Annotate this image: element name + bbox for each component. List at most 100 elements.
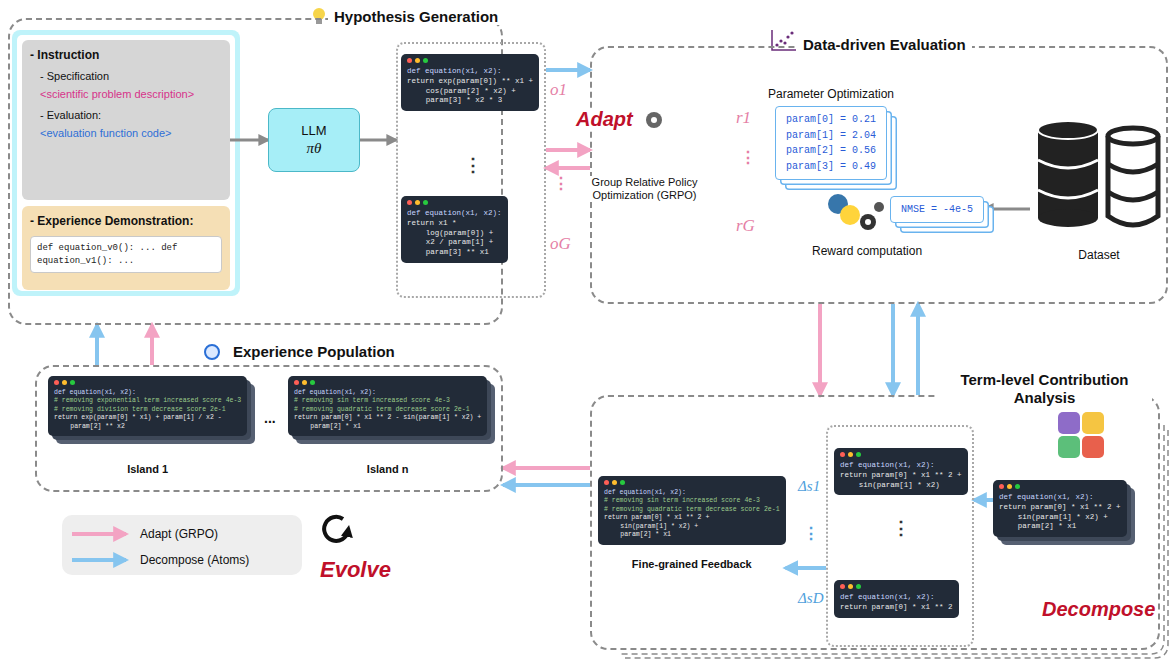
code-line: def equation(x1, x2): xyxy=(407,67,533,77)
drawing-part xyxy=(1108,136,1158,225)
ellipsis: ... xyxy=(264,410,276,426)
connector-arrow xyxy=(503,483,590,487)
drawing-part xyxy=(783,41,786,44)
bulb-icon xyxy=(313,8,325,24)
stage-panel: Data-driven EvaluationParameter Optimiza… xyxy=(590,46,1168,304)
parameter-card: Parameter Optimizationparam[0] = 0.21par… xyxy=(775,106,887,180)
parameter-value: param[3] = 0.49 xyxy=(786,159,876,175)
connector-arrow xyxy=(786,566,826,570)
section-label: - Specification xyxy=(30,70,222,82)
score-card: NMSE = -4e-5 xyxy=(890,196,984,223)
text-group: ⋮ xyxy=(892,519,910,537)
ellipsis: ⋮ xyxy=(740,150,756,166)
prompt-backdrop xyxy=(12,30,240,296)
code-line: def equation(x1, x2): xyxy=(54,389,241,397)
puzzle-icon xyxy=(1058,412,1104,458)
drawing-part xyxy=(1058,436,1080,458)
drawing-part xyxy=(205,345,219,359)
placeholder-text: <scientific problem description> xyxy=(30,88,222,100)
code-line: return param[0] * x1 ** 2 - sin(param[1]… xyxy=(294,414,481,422)
text-group: - Experience Demonstration:def equation_… xyxy=(30,214,222,273)
code-line: return param[0] * x1 ** 2 + xyxy=(999,503,1121,513)
legend: Adapt (GRPO) Decompose (Atoms) xyxy=(140,526,249,578)
drawing-part xyxy=(860,214,876,230)
drawing-part xyxy=(1038,209,1098,227)
code-line: def equation(x1, x2): xyxy=(407,209,502,219)
drawing-part xyxy=(72,532,126,536)
edge-label: oG xyxy=(550,234,571,254)
section-label: - Evaluation: xyxy=(30,109,222,121)
experience-card: - Experience Demonstration:def equation_… xyxy=(22,206,230,290)
code-comment: # removing quadratic term decrease score… xyxy=(294,406,481,414)
code-line: sin(param[1] * x2) xyxy=(840,481,962,491)
step-name: Adapt xyxy=(574,108,635,131)
ellipsis: ⋮ xyxy=(464,156,482,174)
feedback-window: def equation(x1, x2):# removing sin term… xyxy=(598,476,786,571)
code-line: return exp(param[0] * x1) + param[1] / x… xyxy=(54,414,241,422)
code-line: param[2] * x1 xyxy=(604,531,780,539)
drawing-part xyxy=(1038,190,1098,198)
connector-arrow xyxy=(984,208,1030,211)
drawing-part xyxy=(874,202,884,212)
code-window: def equation(x1, x2):return param[0] * x… xyxy=(993,480,1127,537)
drawing-part xyxy=(790,31,793,34)
code-line: return exp(param[0]) ** x1 + xyxy=(407,77,533,87)
ellipsis: ⋮ xyxy=(553,176,569,192)
panel-title: Hypothesis Generation xyxy=(334,8,498,25)
text-group: Island n xyxy=(288,462,487,476)
gear-icon xyxy=(646,112,662,128)
text-group: Data-driven Evaluation xyxy=(797,36,972,53)
window-caption: Island 1 xyxy=(48,462,247,476)
section-heading: - Experience Demonstration: xyxy=(30,214,222,228)
model-name: LLM xyxy=(301,123,326,138)
code-line: sin(param[1] * x2) + xyxy=(604,523,780,531)
stage-panel: Experience Populationdef equation(x1, x2… xyxy=(35,365,503,492)
drawing-part xyxy=(1082,436,1104,458)
text-group: Parameter Optimization xyxy=(768,87,894,101)
drawing-part xyxy=(1038,130,1098,218)
connector-arrow xyxy=(818,304,822,395)
text-group: def equation(x1, x2):# removing exponent… xyxy=(48,376,247,436)
stage-panel: Hypothesis Generation- Instruction- Spec… xyxy=(8,18,503,325)
window-caption: Island n xyxy=(288,462,487,476)
connector-arrow xyxy=(546,68,590,72)
text-group: def equation(x1, x2):return exp(param[0]… xyxy=(401,54,539,111)
drawing-part xyxy=(1108,128,1158,144)
legend-box xyxy=(62,515,302,575)
text-group: ⋮ xyxy=(464,156,482,174)
parameter-value: param[0] = 0.21 xyxy=(786,112,876,128)
window-caption: Fine-grained Feedback xyxy=(598,557,786,571)
connector-arrow xyxy=(503,466,590,470)
code-comment: # removing sin term increased score 4e-3 xyxy=(294,397,481,405)
instruction-card: - Instruction- Specification<scientific … xyxy=(22,40,230,200)
drawing-part xyxy=(779,39,782,42)
legend-text: Decompose (Atoms) xyxy=(140,553,249,567)
dataset-icon: Dataset xyxy=(1030,112,1168,262)
card-heading: Parameter Optimization xyxy=(768,87,894,101)
code-line: return param[0] * x1 ** 2 + xyxy=(604,514,780,522)
drawing-part xyxy=(646,112,662,128)
island-window: def equation(x1, x2):# removing exponent… xyxy=(48,376,247,476)
text-group: Term-level Contribution Analysis xyxy=(937,371,1152,407)
code-line: param[2] * x1 xyxy=(294,423,481,431)
drawing-part xyxy=(12,30,240,296)
variant-group: ⋮def equation(x1, x2):return param[0] * … xyxy=(826,425,974,647)
connector-arrow xyxy=(360,139,396,142)
delta-label: ΔsD xyxy=(798,590,823,607)
text-group: def equation(x1, x2):return x1 *log(para… xyxy=(401,196,508,263)
code-comment: # removing sin term increased score 4e-3 xyxy=(604,497,780,505)
text-group: def equation(x1, x2):# removing sin term… xyxy=(288,376,487,436)
code-window: def equation(x1, x2):return exp(param[0]… xyxy=(401,54,539,111)
text-group: LLMπθ xyxy=(301,123,326,157)
code-line: log(param[0]) + xyxy=(407,229,502,239)
legend-text: Adapt (GRPO) xyxy=(140,527,218,541)
drawing-part xyxy=(17,35,235,291)
drawing-part xyxy=(786,35,789,38)
llm-box: LLMπθ xyxy=(268,108,360,172)
code-line: return x1 * xyxy=(407,219,502,229)
text-group: Island 1 xyxy=(48,462,247,476)
output-group: ⋮def equation(x1, x2):return exp(param[0… xyxy=(396,42,546,298)
text-group: Hypothesis Generation xyxy=(328,8,504,25)
icon-label: Dataset xyxy=(1030,248,1168,262)
connector-arrow xyxy=(230,139,268,142)
